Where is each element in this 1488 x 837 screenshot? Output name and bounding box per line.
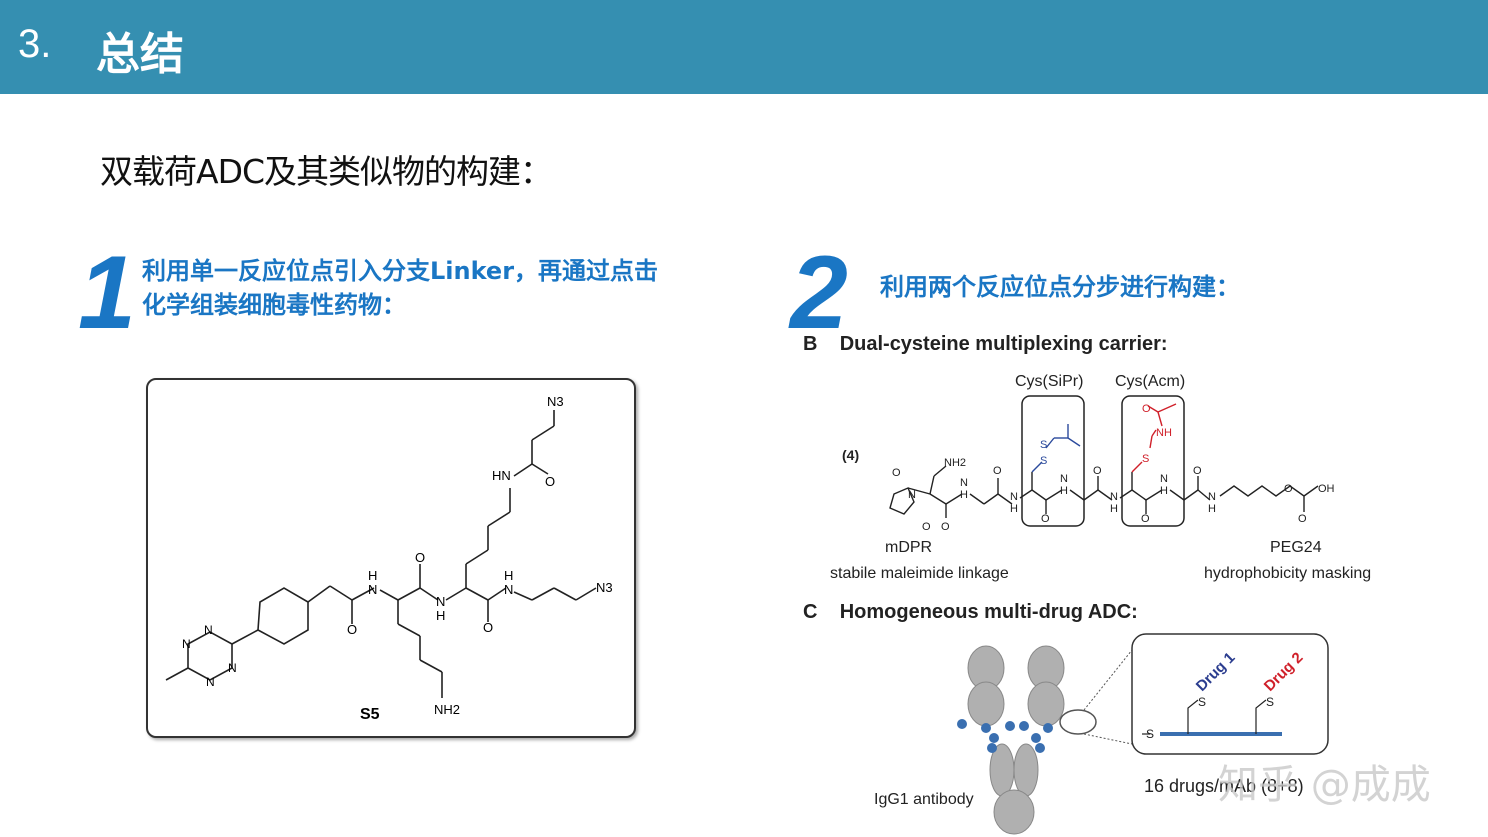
zoom-circle (1059, 709, 1097, 735)
s5-hn: HN (492, 468, 511, 483)
backbone-s: S (1146, 727, 1154, 741)
b-h6: H (1208, 503, 1216, 515)
conjugation-sites (957, 719, 1075, 753)
s5-nh2: NH2 (434, 702, 460, 717)
antibody-shape (967, 645, 1065, 835)
s5-n3: N (504, 582, 513, 597)
acm-s: S (1142, 453, 1149, 465)
b-o-maleimide-1: O (892, 467, 901, 479)
structure-s5-drawing: N N N N O H N O N H O H N N3 HN O N3 NH2… (165, 394, 613, 723)
panel-b-letter: B (803, 333, 818, 355)
point-1-line-1: 利用单一反应位点引入分支Linker，再通过点击 (142, 257, 659, 285)
sipr-group (1031, 424, 1081, 473)
b-oh: OH (1318, 483, 1335, 495)
acm-nh: NH (1156, 427, 1172, 439)
section-number: 3. (18, 22, 52, 66)
acm-o: O (1142, 403, 1151, 415)
b-o1: O (941, 521, 950, 533)
cys-acm-box (1121, 395, 1185, 527)
compound-label-s5: S5 (360, 706, 380, 723)
point-2-number: 2 (790, 235, 848, 351)
cys-acm-label: Cys(Acm) (1115, 373, 1185, 390)
b-n-maleimide: N (908, 489, 916, 501)
panel-b-structure: Cys(SiPr) Cys(Acm) (4) (830, 373, 1371, 582)
b-n3: N (1060, 473, 1068, 485)
structure-s5-panel: N N N N O H N O N H O H N N3 HN O N3 NH2… (146, 378, 636, 738)
point-1-line-2: 化学组装细胞毒性药物： (142, 291, 406, 319)
cys-sipr-box (1021, 395, 1085, 527)
panel-b-heading: B Dual-cysteine multiplexing carrier: (803, 333, 1168, 356)
tetrazine-n2: N (204, 623, 213, 637)
b-o4: O (1093, 465, 1102, 477)
b-h3: H (1060, 485, 1068, 497)
b-n2: N (1010, 491, 1018, 503)
antibody-label: IgG1 antibody (874, 791, 974, 808)
s5-n2: N (436, 594, 445, 609)
s5-o3: O (483, 620, 493, 635)
watermark: 知乎 @成成 (1218, 762, 1431, 808)
tetrazine-n1: N (182, 637, 191, 651)
peg-description: hydrophobicity masking (1204, 565, 1371, 582)
b-n4: N (1110, 491, 1118, 503)
tetrazine-n3: N (228, 661, 237, 675)
b-h1: H (960, 489, 968, 501)
cys-sipr-label: Cys(SiPr) (1015, 373, 1083, 390)
b-o6: O (1193, 465, 1202, 477)
s5-o2: O (415, 550, 425, 565)
b-o2: O (993, 465, 1002, 477)
mdpr-description: stabile maleimide linkage (830, 565, 1009, 582)
s5-n3-top: N3 (547, 394, 564, 409)
b-n6: N (1208, 491, 1216, 503)
zoom-line-2 (1083, 733, 1133, 745)
b-h4: H (1110, 503, 1118, 515)
s5-o1: O (347, 622, 357, 637)
dar-label: 16 drugs/mAb (8+8) (1144, 776, 1304, 796)
section-title: 总结 (96, 29, 184, 80)
panel-b-title: Dual-cysteine multiplexing carrier: (839, 333, 1168, 355)
b-o3: O (1041, 513, 1050, 525)
compound-number: (4) (842, 447, 859, 463)
panel-c-letter: C (803, 601, 818, 623)
acm-group (1131, 403, 1177, 473)
point-1-text: 利用单一反应位点引入分支Linker，再通过点击 化学组装细胞毒性药物： (142, 254, 762, 322)
sipr-s2: S (1040, 439, 1047, 451)
s5-n3-right: N3 (596, 580, 613, 595)
b-o7: O (1298, 513, 1307, 525)
mdpr-label: mDPR (885, 539, 932, 556)
point-2-text: 利用两个反应位点分步进行构建： (880, 273, 1240, 301)
b-n1: N (960, 477, 968, 489)
panel-c-illustration: S S S Drug 1 Drug 2 IgG1 antibody 16 dru… (874, 633, 1329, 835)
b-h2: H (1010, 503, 1018, 515)
b-n5: N (1160, 473, 1168, 485)
s5-h1: H (368, 568, 377, 583)
s5-h2: H (436, 608, 445, 623)
b-h5: H (1160, 485, 1168, 497)
panel-c-heading: C Homogeneous multi-drug ADC: (803, 601, 1138, 624)
peg-label: PEG24 (1270, 539, 1322, 556)
point-1-number: 1 (78, 235, 136, 351)
sipr-s1: S (1040, 455, 1047, 467)
page-subtitle: 双载荷ADC及其类似物的构建： (100, 152, 553, 191)
tetrazine-n4: N (206, 675, 215, 689)
zoom-box (1131, 633, 1329, 755)
panel-c-title: Homogeneous multi-drug ADC: (839, 601, 1138, 623)
title-bar: 3. 总结 (0, 0, 1488, 94)
drug2-s: S (1266, 695, 1274, 709)
b-o-peg: O (1284, 483, 1293, 495)
zoom-line-1 (1083, 649, 1133, 711)
s5-h3: H (504, 568, 513, 583)
s5-n1: N (368, 582, 377, 597)
s5-o4: O (545, 474, 555, 489)
b-nh2: NH2 (944, 457, 966, 469)
b-o-maleimide-2: O (922, 521, 931, 533)
b-o5: O (1141, 513, 1150, 525)
drug1-s: S (1198, 695, 1206, 709)
